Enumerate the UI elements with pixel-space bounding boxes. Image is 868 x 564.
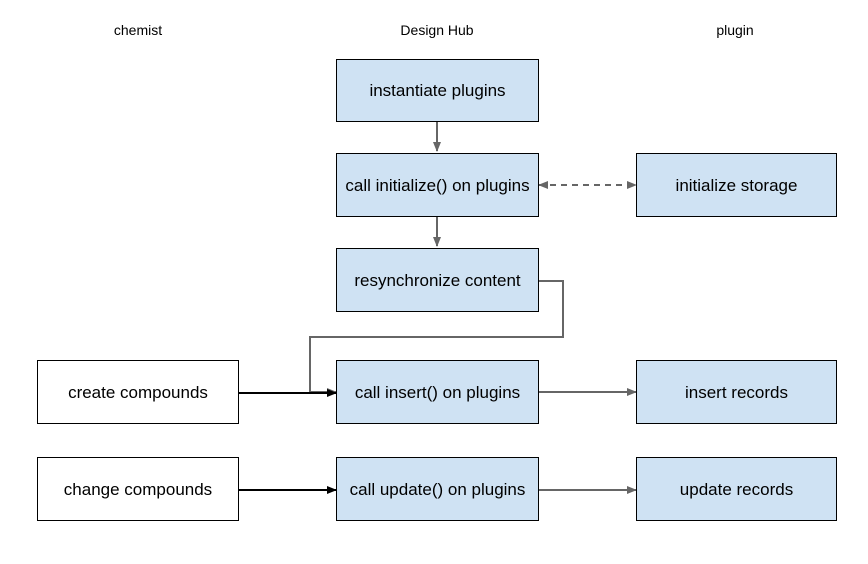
lane-title-design-hub: Design Hub xyxy=(400,22,474,38)
box-create-compounds: create compounds xyxy=(37,360,239,424)
lane-title-chemist: chemist xyxy=(113,22,163,38)
box-initialize-storage: initialize storage xyxy=(636,153,837,217)
box-call-insert: call insert() on plugins xyxy=(336,360,539,424)
box-change-compounds: change compounds xyxy=(37,457,239,521)
box-insert-records: insert records xyxy=(636,360,837,424)
box-call-update: call update() on plugins xyxy=(336,457,539,521)
box-call-initialize: call initialize() on plugins xyxy=(336,153,539,217)
lane-title-plugin: plugin xyxy=(716,22,754,38)
box-instantiate-plugins: instantiate plugins xyxy=(336,59,539,122)
box-update-records: update records xyxy=(636,457,837,521)
box-resynchronize-content: resynchronize content xyxy=(336,248,539,312)
